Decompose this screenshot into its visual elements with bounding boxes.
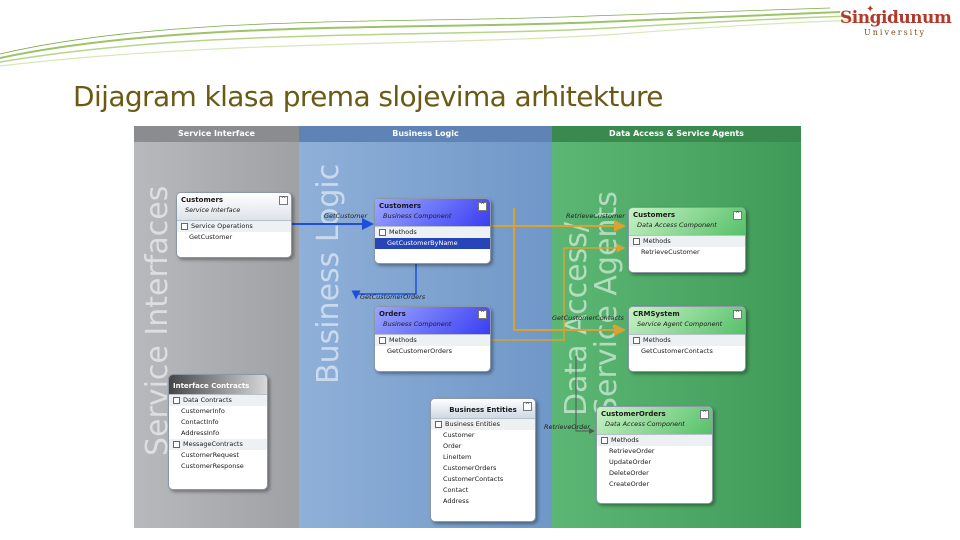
box-header: CustomerOrders Data Access Component ^ (597, 407, 712, 435)
box-title: CustomerOrders (601, 410, 666, 418)
collapse-icon[interactable]: ^ (700, 410, 709, 419)
class-box-bl-orders[interactable]: Orders Business Component ^ Methods GetC… (374, 306, 491, 372)
box-header: Interface Contracts (169, 375, 267, 395)
logo-name: Singidunum (840, 8, 952, 28)
box-section[interactable]: MessageContracts (169, 439, 267, 450)
crest-icon: ✦ (866, 4, 875, 15)
class-box-si-customers[interactable]: Customers Service Interface ^ Service Op… (176, 192, 292, 258)
connector-label-retrieve-order: RetrieveOrder (544, 423, 590, 431)
box-header: Business Entities ^ (431, 399, 535, 419)
box-subtitle: Service Agent Component (637, 320, 723, 328)
connector-label-get-customer-orders: GetCustomerOrders (360, 293, 426, 301)
band-header: Data Access & Service Agents (552, 126, 801, 142)
list-item: RetrieveOrder (609, 447, 655, 455)
expand-icon (173, 396, 180, 404)
list-item: LineItem (443, 453, 472, 461)
class-box-business-entities[interactable]: Business Entities ^ Business Entities Cu… (430, 398, 536, 522)
list-item: UpdateOrder (609, 458, 652, 466)
box-title: Orders (379, 310, 406, 318)
list-item: GetCustomerOrders (387, 347, 453, 355)
list-item: AddressInfo (181, 429, 220, 437)
connector-label-get-customer: GetCustomer (324, 212, 368, 220)
box-header: Customers Service Interface ^ (177, 193, 291, 221)
list-item: CustomerContacts (443, 475, 504, 483)
box-header: Customers Business Component ^ (375, 199, 490, 227)
expand-icon (633, 237, 640, 245)
list-item: CustomerRequest (181, 451, 239, 459)
connector-label-get-customer-contacts: GetCustomerContacts (552, 314, 624, 322)
class-box-interface-contracts[interactable]: Interface Contracts Data Contracts Custo… (168, 374, 268, 490)
list-item: ContactInfo (181, 418, 219, 426)
expand-icon (601, 436, 608, 444)
expand-icon (173, 440, 180, 448)
box-section[interactable]: Methods (375, 335, 490, 346)
list-item: CustomerOrders (443, 464, 497, 472)
box-subtitle: Data Access Component (605, 420, 685, 428)
box-title: Customers (633, 211, 676, 219)
expand-icon (379, 336, 386, 344)
box-header: CRMSystem Service Agent Component ^ (629, 307, 745, 335)
expand-icon (435, 420, 442, 428)
logo-tagline: University (864, 28, 926, 37)
collapse-icon[interactable]: ^ (279, 196, 288, 205)
box-section[interactable]: Methods (375, 227, 490, 238)
connector-get-customer-orders (351, 263, 417, 300)
box-title: Interface Contracts (173, 382, 250, 390)
list-item: GetCustomer (189, 233, 233, 241)
expand-icon (633, 336, 640, 344)
box-section[interactable]: Business Entities (431, 419, 535, 430)
list-item: Address (443, 497, 469, 505)
list-item: CustomerInfo (181, 407, 225, 415)
list-item: Contact (443, 486, 469, 494)
box-header: Customers Data Access Component ^ (629, 208, 745, 236)
box-title: Business Entities (449, 406, 517, 414)
box-section[interactable]: Methods (629, 335, 745, 346)
slide-title: Dijagram klasa prema slojevima arhitektu… (73, 80, 663, 113)
list-item: Order (443, 442, 462, 450)
class-box-crm-system[interactable]: CRMSystem Service Agent Component ^ Meth… (628, 306, 746, 372)
connector-retrieve-order (575, 356, 595, 434)
layer-class-diagram: Service Interface Service Interfaces Bus… (134, 126, 801, 528)
box-subtitle: Service Interface (185, 206, 241, 214)
connector-label-retrieve-customer: RetrieveCustomer (566, 212, 625, 220)
box-section[interactable]: Methods (629, 236, 745, 247)
band-header: Business Logic (299, 126, 552, 142)
box-title: Customers (181, 196, 224, 204)
connector-get-customer-contacts (513, 208, 626, 336)
class-box-da-customers[interactable]: Customers Data Access Component ^ Method… (628, 207, 746, 273)
box-section[interactable]: Data Contracts (169, 395, 267, 406)
connector-lines (291, 208, 626, 434)
collapse-icon[interactable]: ^ (733, 310, 742, 319)
band-header: Service Interface (134, 126, 299, 142)
box-subtitle: Data Access Component (637, 221, 717, 229)
box-title: Customers (379, 202, 422, 210)
box-subtitle: Business Component (383, 212, 452, 220)
box-section[interactable]: Methods (597, 435, 712, 446)
box-title: CRMSystem (633, 310, 680, 318)
collapse-icon[interactable]: ^ (523, 402, 532, 411)
list-item: GetCustomerContacts (641, 347, 713, 355)
list-item: CreateOrder (609, 480, 650, 488)
collapse-icon[interactable]: ^ (733, 211, 742, 220)
connector-bl-to-data-access (489, 243, 626, 341)
box-subtitle: Business Component (383, 320, 452, 328)
expand-icon (379, 228, 386, 236)
collapse-icon[interactable]: ^ (478, 202, 487, 211)
list-item-selected[interactable]: GetCustomerByName (375, 238, 490, 249)
decorative-wave-header (0, 7, 861, 67)
class-box-bl-customers[interactable]: Customers Business Component ^ Methods G… (374, 198, 491, 264)
class-box-customer-orders[interactable]: CustomerOrders Data Access Component ^ M… (596, 406, 713, 504)
box-header: Orders Business Component ^ (375, 307, 490, 335)
list-item: Customer (443, 431, 475, 439)
list-item: CustomerResponse (181, 462, 244, 470)
expand-icon (181, 222, 188, 230)
university-logo: ✦ Singidunum University (840, 4, 952, 37)
list-item: DeleteOrder (609, 469, 649, 477)
list-item: RetrieveCustomer (641, 248, 700, 256)
box-section[interactable]: Service Operations (177, 221, 291, 232)
collapse-icon[interactable]: ^ (478, 310, 487, 319)
